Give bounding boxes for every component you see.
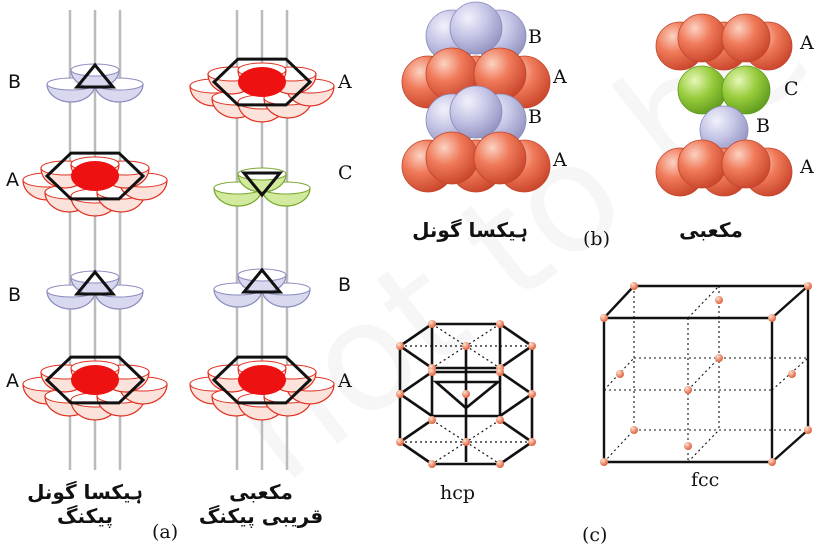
- fcc-atom: [630, 282, 638, 290]
- layer-label-left-1: B: [8, 73, 21, 92]
- sphere-a: [722, 14, 770, 62]
- hcp-atom: [396, 438, 404, 446]
- hcp-label: hcp: [440, 484, 475, 503]
- fcc-atom: [684, 442, 692, 450]
- hex-stack-label-4: A: [553, 151, 567, 170]
- hex-stack-label-2: A: [553, 68, 567, 87]
- layer-a-core: [71, 365, 119, 395]
- hcp-atom: [528, 438, 536, 446]
- fcc-atom: [715, 354, 723, 362]
- layer-a-core: [238, 67, 286, 97]
- hcp-atom: [462, 390, 470, 398]
- layer-label-right-4: A: [338, 372, 352, 391]
- hcp-edge: [400, 394, 432, 416]
- hcp-edge: [500, 346, 532, 368]
- layer-label-left-4: A: [6, 372, 19, 391]
- hcp-edge: [500, 442, 532, 464]
- layer-label-right-1: A: [338, 73, 352, 92]
- fcc-edge: [772, 286, 808, 318]
- panel-b-tag: (b): [583, 230, 610, 249]
- caption-cubic-close-packing: مکعبی قریبی پیکنگ: [196, 480, 326, 528]
- sphere-b: [450, 86, 502, 138]
- hcp-atom: [528, 390, 536, 398]
- fcc-edge: [604, 430, 634, 462]
- hcp-atom: [496, 368, 504, 376]
- layer-label-left-2: A: [6, 171, 19, 190]
- hcp-atom: [396, 390, 404, 398]
- hcp-edge: [400, 346, 432, 368]
- cubic-stack-label-4: A: [800, 158, 814, 177]
- sphere-a: [474, 132, 526, 184]
- sphere-a: [678, 140, 726, 188]
- sphere-a: [722, 140, 770, 188]
- fcc-atom: [600, 458, 608, 466]
- panel-b-sphere-stacks: [402, 2, 792, 196]
- hcp-atom: [462, 342, 470, 350]
- hcp-atom: [496, 416, 504, 424]
- fcc-atom: [804, 282, 812, 290]
- hcp-edge: [500, 324, 532, 346]
- caption-cubic: مکعبی: [666, 218, 756, 242]
- cubic-stack-label-3: B: [756, 117, 770, 136]
- caption-hexagonal-packing: ہیکسا گونل پیکنگ: [20, 480, 150, 528]
- cubic-stack-label-2: C: [784, 80, 799, 99]
- fcc-atom: [715, 296, 723, 304]
- sphere-a: [426, 132, 478, 184]
- layer-label-right-2: C: [338, 164, 353, 183]
- layer-a-core: [71, 161, 119, 191]
- panel-c-tag: (c): [582, 526, 607, 545]
- hcp-atom: [428, 320, 436, 328]
- cubic-stack-label-1: A: [800, 34, 814, 53]
- hcp-edge: [500, 394, 532, 416]
- fcc-edge: [688, 358, 719, 390]
- sphere-b: [450, 2, 502, 54]
- hcp-edge: [500, 420, 532, 442]
- panel-c-unit-cells: [396, 282, 812, 468]
- hcp-atom: [528, 342, 536, 350]
- panel-a-tag: (a): [152, 523, 178, 542]
- panel-a-layer-stacks: [23, 10, 334, 470]
- layer-label-right-3: B: [338, 276, 351, 295]
- fcc-edge: [688, 430, 719, 462]
- hex-stack-label-3: B: [528, 108, 542, 127]
- fcc-edge: [772, 430, 808, 462]
- fcc-atom: [616, 370, 624, 378]
- layer-label-left-3: B: [8, 286, 21, 305]
- hcp-edge: [400, 420, 432, 442]
- fcc-label: fcc: [691, 471, 719, 490]
- layer-a-core: [238, 365, 286, 395]
- hcp-atom: [496, 460, 504, 468]
- hcp-atom: [428, 416, 436, 424]
- hcp-edge: [400, 442, 432, 464]
- fcc-atom: [630, 426, 638, 434]
- fcc-atom: [684, 386, 692, 394]
- hcp-atom: [462, 438, 470, 446]
- fcc-edge: [688, 286, 719, 318]
- fcc-atom: [788, 370, 796, 378]
- fcc-atom: [804, 426, 812, 434]
- fcc-atom: [768, 314, 776, 322]
- hcp-edge: [400, 372, 432, 394]
- hex-stack-label-1: B: [528, 28, 542, 47]
- hcp-atom: [428, 460, 436, 468]
- fcc-edge: [604, 286, 634, 318]
- fcc-atom: [768, 458, 776, 466]
- hcp-atom: [496, 320, 504, 328]
- caption-hexagonal: ہیکسا گونل: [410, 218, 530, 242]
- sphere-a: [678, 14, 726, 62]
- fcc-atom: [600, 314, 608, 322]
- hcp-atom: [396, 342, 404, 350]
- hcp-edge: [500, 372, 532, 394]
- hcp-atom: [428, 368, 436, 376]
- hcp-edge: [400, 324, 432, 346]
